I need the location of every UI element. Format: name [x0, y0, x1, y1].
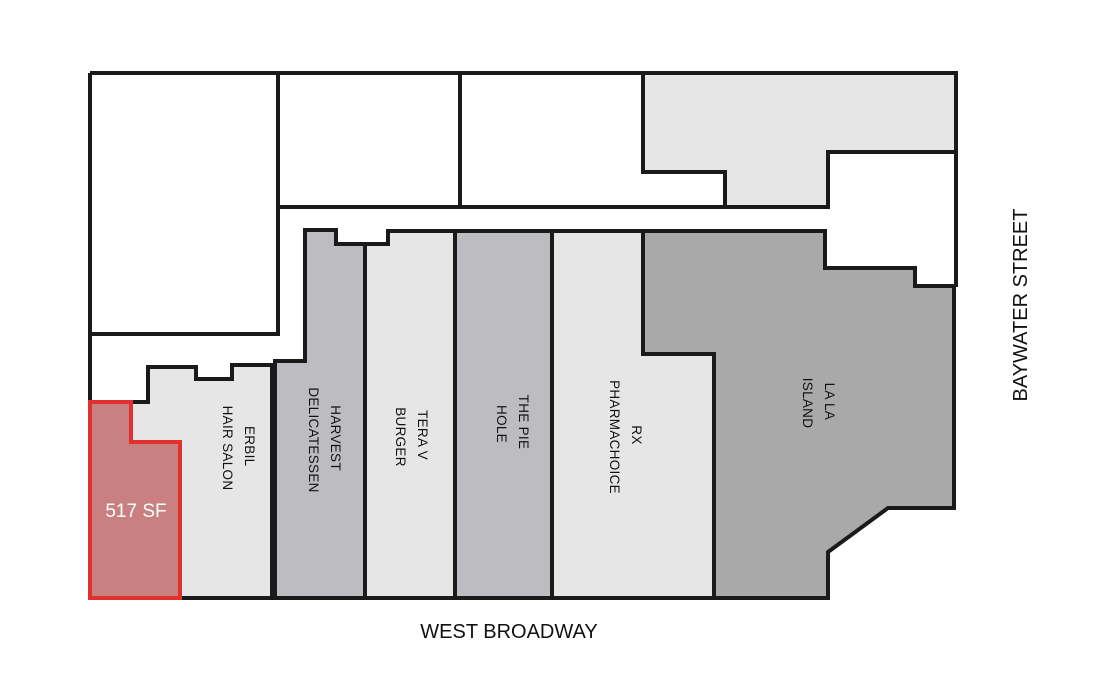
tenant-name-line: DELICATESSEN [306, 387, 321, 492]
tenant-label-harvest: HARVEST DELICATESSEN [306, 387, 343, 492]
unit-la-la-island[interactable] [641, 229, 956, 600]
tenant-name-line: HARVEST [328, 405, 343, 470]
unit-available-517sf[interactable] [88, 400, 182, 600]
tenant-name-line: HAIR SALON [220, 406, 235, 491]
tenant-name-line: HOLE [494, 405, 509, 443]
outer-wall-top [90, 71, 958, 287]
unit-tera-v-burger[interactable] [363, 229, 457, 600]
unit-top-right[interactable] [641, 71, 958, 209]
street-label-baywater: BAYWATER STREET [1010, 209, 1032, 402]
tenant-name-line: ISLAND [800, 378, 815, 429]
tenant-label-tera-v: TERA V BURGER [393, 407, 430, 467]
tenant-name-line: LA LA [822, 383, 837, 420]
tenant-name-line: RX [629, 425, 644, 444]
tenant-name-line: BURGER [393, 407, 408, 467]
tenant-name-line: TERA V [415, 410, 430, 460]
street-label-west-broadway: WEST BROADWAY [420, 621, 597, 643]
tenant-label-rx: RX PHARMACHOICE [607, 380, 644, 494]
building-left-block [90, 73, 280, 336]
tenant-name-line: ERBIL [242, 426, 257, 467]
tenant-label-erbil: ERBIL HAIR SALON [220, 406, 257, 491]
tenant-name-line: THE PIE [516, 395, 531, 450]
tenant-name-line: PHARMACHOICE [607, 380, 622, 494]
tenant-label-la-la: LA LA ISLAND [800, 378, 837, 429]
available-unit-label: 517 SF [105, 501, 166, 522]
tenant-label-pie-hole: THE PIE HOLE [494, 395, 531, 454]
